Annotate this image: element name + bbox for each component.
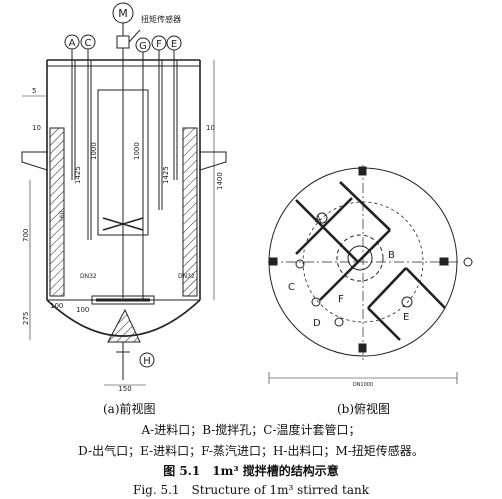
- dim-275: 275: [22, 312, 30, 325]
- label-a-top: A: [315, 215, 322, 225]
- dim-10-left: 10: [32, 124, 41, 132]
- dim-160: 160: [59, 210, 66, 222]
- label-d-top: D: [313, 318, 321, 329]
- bottom-cone: [107, 308, 141, 343]
- dim-dn32-left: DN32: [80, 273, 97, 280]
- label-motor: M: [118, 7, 128, 20]
- label-b-top: B: [388, 250, 395, 261]
- dim-10-right: 10: [206, 124, 215, 132]
- dim-1425-a: 1425: [74, 166, 82, 184]
- dim-dn1000: DN1000: [353, 382, 373, 388]
- front-view: [21, 2, 227, 386]
- dim-5: 5: [32, 87, 36, 95]
- draft-tube: [97, 89, 149, 236]
- label-e-top: E: [403, 312, 409, 323]
- label-c-top: C: [288, 282, 295, 293]
- dim-700: 700: [22, 229, 30, 242]
- torque-sensor-box: [116, 35, 130, 49]
- dim-1000-a: 1000: [90, 142, 98, 160]
- impeller: [102, 217, 144, 231]
- agitator-hole-circle: [336, 234, 384, 282]
- label-f-top: F: [338, 294, 344, 305]
- dim-100-a: 100: [50, 302, 63, 310]
- figure-title-en: Fig. 5.1 Structure of 1m³ stirred tank: [133, 483, 369, 497]
- top-view: [268, 165, 473, 384]
- right-jacket: [182, 127, 198, 297]
- dim-1425-b: 1425: [162, 166, 170, 184]
- label-h-front: H: [143, 356, 151, 367]
- top-view-caption: (b)俯视图: [337, 402, 391, 416]
- left-jacket: [49, 127, 65, 297]
- label-e-front: E: [171, 39, 177, 50]
- legend-line-1: A-进料口；B-搅拌孔；C-温度计套管口；: [141, 423, 361, 437]
- front-view-caption: (a)前视图: [103, 402, 156, 416]
- nozzle-h-circle: [139, 352, 155, 368]
- label-a-front: A: [69, 38, 76, 49]
- label-f-front: F: [156, 39, 162, 50]
- label-g-front: G: [139, 41, 147, 52]
- label-c-front: C: [85, 38, 92, 49]
- dim-dn32-right: DN32: [178, 273, 195, 280]
- legend-line-2: D-出气口；E-进料口；F-蒸汽进口；H-出料口；M-扭矩传感器。: [78, 444, 424, 458]
- dim-1400: 1400: [216, 172, 224, 190]
- dim-1000-b: 1000: [133, 142, 141, 160]
- figure-title-cn: 图 5.1 1m³ 搅拌槽的结构示意: [163, 464, 339, 478]
- dim-150: 150: [118, 385, 131, 393]
- label-torque-sensor: 扭矩传感器: [141, 14, 181, 24]
- diagram-labels: M 扭矩传感器 A C G F E H 5 10 10 1000 1000 14…: [22, 7, 409, 393]
- dim-100-b: 100: [76, 306, 89, 314]
